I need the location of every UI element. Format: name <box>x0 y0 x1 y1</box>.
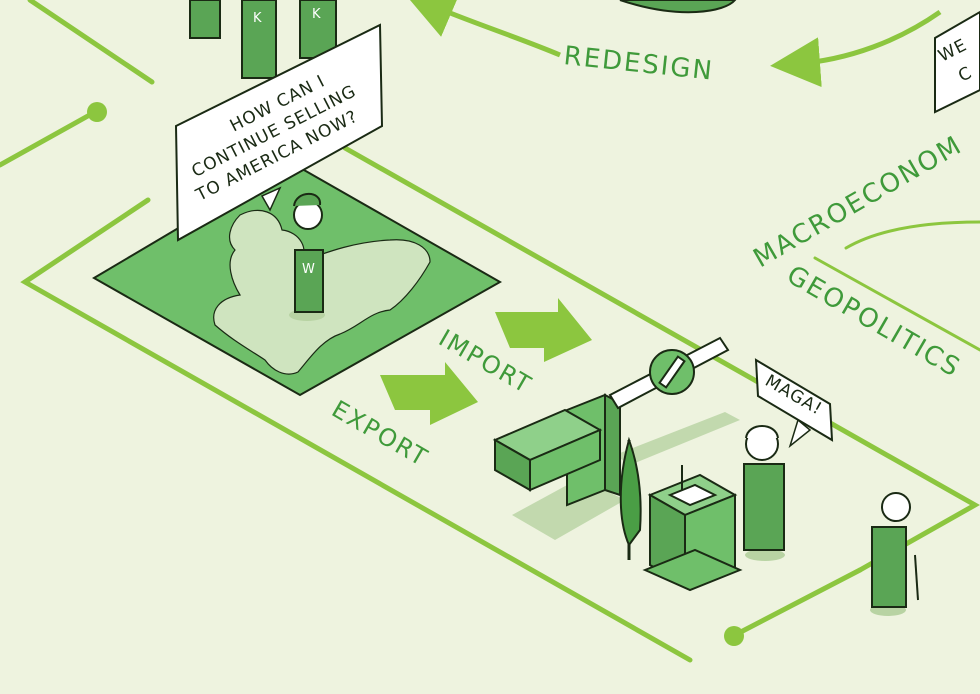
flow-path-lines <box>0 0 980 663</box>
redesign-label: REDESIGN <box>562 41 715 87</box>
podium <box>642 465 743 592</box>
shirt-letter-k-right: K <box>312 7 321 22</box>
import-arrow-icon <box>495 298 592 362</box>
export-arrow-icon <box>380 362 478 425</box>
shirt-letter-k-left: K <box>253 11 262 26</box>
top-shape-partial <box>619 0 737 14</box>
top-figures: K K <box>189 0 337 79</box>
redesign-cycle-arrows <box>405 0 942 88</box>
path-node-left <box>87 102 107 122</box>
president-figure <box>743 425 785 561</box>
path-node-bottom <box>724 626 744 646</box>
seller-figure: W <box>289 192 325 321</box>
geopolitics-label: GEOPOLITICS <box>782 260 966 384</box>
maga-speech-bubble: MAGA! <box>754 358 834 449</box>
shirt-letter-w: W <box>302 262 315 277</box>
we-speech-bubble-partial: WE C <box>934 10 980 114</box>
old-man-figure <box>870 492 919 616</box>
no-entry-barrier-icon <box>658 355 686 389</box>
macroeconomics-label: MACROECONOM <box>749 130 968 274</box>
border-barrier <box>492 336 740 560</box>
